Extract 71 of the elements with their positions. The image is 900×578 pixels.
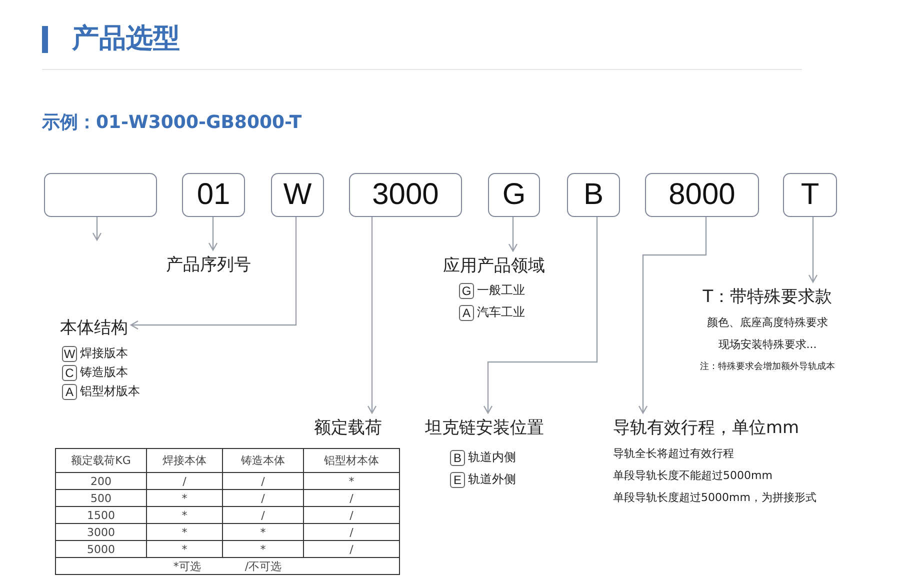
code-box: W [271,173,324,217]
header-cell: 铝型材本体 [304,448,400,472]
table-cell: * [146,490,222,506]
table-cell: 200 [56,472,146,490]
description-text: 现场安装特殊要求... [717,338,818,352]
table-cell: * [146,506,222,524]
arrow [483,217,598,414]
option-letter-box: B [450,450,465,466]
table-cell: / [304,490,400,506]
code-box: 01 [182,173,245,217]
table-cell: * [222,540,304,558]
arrow [92,217,102,241]
code-box: G [488,173,540,217]
header-cell: 额定载荷KG [56,448,146,472]
field-label: 产品序列号 [166,253,251,276]
field-label: 额定载荷 [314,416,382,439]
note-text: *可选 [173,560,201,572]
field-label: 本体结构 [60,316,128,339]
arrow [367,217,377,414]
page-title: 产品选型 [72,22,180,56]
code-box: T [783,173,837,217]
arrow [508,217,518,252]
code-box: B [567,173,620,217]
option-text: 轨道内侧 [468,449,516,466]
arrow [808,217,818,283]
table-cell: / [222,506,304,524]
table-cell: * [304,472,400,490]
description-text: 颜色、底座高度特殊要求 [706,316,829,330]
option-letter-box: A [62,384,77,400]
table-cell: 1500 [56,506,146,524]
table-cell: / [222,472,304,490]
field-label: 应用产品领域 [443,254,545,277]
option-text: 焊接版本 [80,345,128,362]
option-letter-box: W [62,346,77,362]
field-label: 导轨有效行程，单位mm [613,417,800,439]
table-cell: / [304,540,400,558]
code-box: 8000 [645,173,759,217]
option-letter-box: A [459,304,474,321]
empty-code-box [44,173,157,217]
option-text: 汽车工业 [477,304,525,322]
arrow [130,217,297,330]
table-cell: 3000 [56,524,146,540]
option-text: 铝型材版本 [80,383,140,400]
table-cell: 5000 [56,540,146,558]
description-text: 单段导轨长度不能超过5000mm [613,469,774,483]
example-text: 示例：01-W3000-GB8000-T [42,111,302,134]
table-cell: 500 [56,490,146,506]
arrow [208,217,218,251]
header-cell: 焊接本体 [146,448,222,472]
table-cell: * [146,524,222,540]
table-cell: / [222,490,304,506]
field-label: 坦克链安装位置 [425,416,544,439]
option-text: 轨道外侧 [468,471,516,488]
table-cell: / [146,472,222,490]
option-text: 铸造版本 [80,364,128,382]
field-label: T：带特殊要求款 [702,286,832,308]
description-text: 导轨全长将超过有效行程 [613,447,735,461]
header-cell: 铸造本体 [222,448,304,472]
table-cell: / [304,524,400,540]
description-text: 单段导轨长度超过5000mm，为拼接形式 [613,491,816,505]
table-cell: / [304,506,400,524]
table-cell: * [222,524,304,540]
arrow [638,217,707,414]
option-letter-box: E [450,472,465,488]
description-text: 注：特殊要求会增加额外导轨成本 [700,360,835,374]
code-box: 3000 [349,173,462,217]
option-text: 一般工业 [477,282,525,300]
table-cell: * [146,540,222,558]
option-letter-box: G [459,282,474,299]
note-text: /不可选 [244,560,282,572]
option-letter-box: C [62,364,77,381]
